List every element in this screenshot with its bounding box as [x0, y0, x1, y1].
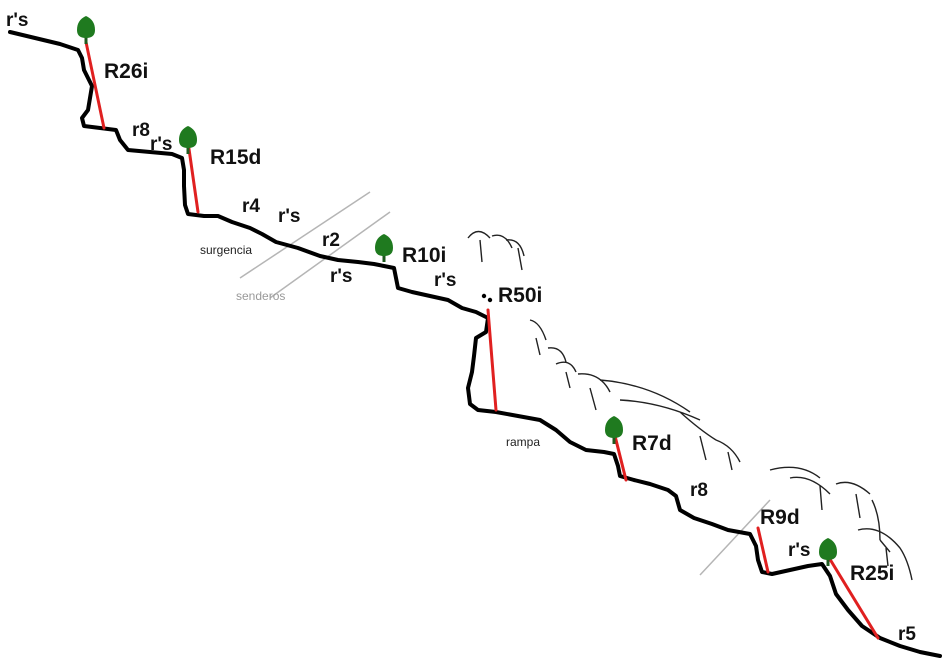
label-r25i: R25i [850, 562, 894, 585]
label-r4: r4 [242, 196, 260, 217]
label-r15d: R15d [210, 146, 261, 169]
rappel-r9d [756, 526, 770, 574]
anchor-dots [481, 293, 493, 303]
label-rs-2: r's [150, 134, 172, 155]
label-r8-a: r8 [132, 120, 150, 141]
tree-icon [375, 234, 393, 262]
wall-sketch-2 [529, 319, 611, 411]
wall-sketch-4 [769, 466, 881, 541]
canyon-line [8, 30, 942, 658]
label-surgencia: surgencia [200, 243, 252, 257]
wall-sketch-1 [467, 230, 525, 271]
tree-icon [77, 16, 95, 44]
tree-icon [179, 126, 197, 154]
wall-sketch-3 [599, 379, 741, 471]
label-r7d: R7d [632, 432, 672, 455]
rappel-r25i [826, 554, 880, 640]
rappel-r26i [84, 40, 106, 130]
label-r5: r5 [898, 624, 916, 645]
rappel-r7d [612, 430, 628, 482]
trail-lines [239, 191, 771, 576]
tree-icon [819, 538, 837, 566]
label-rs-5: r's [434, 270, 456, 291]
label-rs-3: r's [278, 206, 300, 227]
label-senderos: senderos [236, 289, 285, 303]
label-r2: r2 [322, 230, 340, 251]
canyon-walls [467, 230, 913, 581]
label-r10i: R10i [402, 244, 446, 267]
label-rs-4: r's [330, 266, 352, 287]
trail-line-2 [269, 211, 391, 299]
trail-line-1 [239, 191, 371, 279]
trail-line-3 [699, 499, 771, 576]
label-r9d: R9d [760, 506, 800, 529]
label-rampa: rampa [506, 435, 540, 449]
label-r8-b: r8 [690, 480, 708, 501]
label-rs-top: r's [6, 10, 28, 31]
label-rs-6: r's [788, 540, 810, 561]
rappel-r50i [486, 308, 498, 412]
label-r26i: R26i [104, 60, 148, 83]
label-r50i: R50i [498, 284, 542, 307]
wall-sketch-5 [857, 528, 913, 581]
rappel-lines [84, 40, 880, 640]
tree-icon [605, 416, 623, 444]
rappel-r15d [186, 140, 200, 214]
